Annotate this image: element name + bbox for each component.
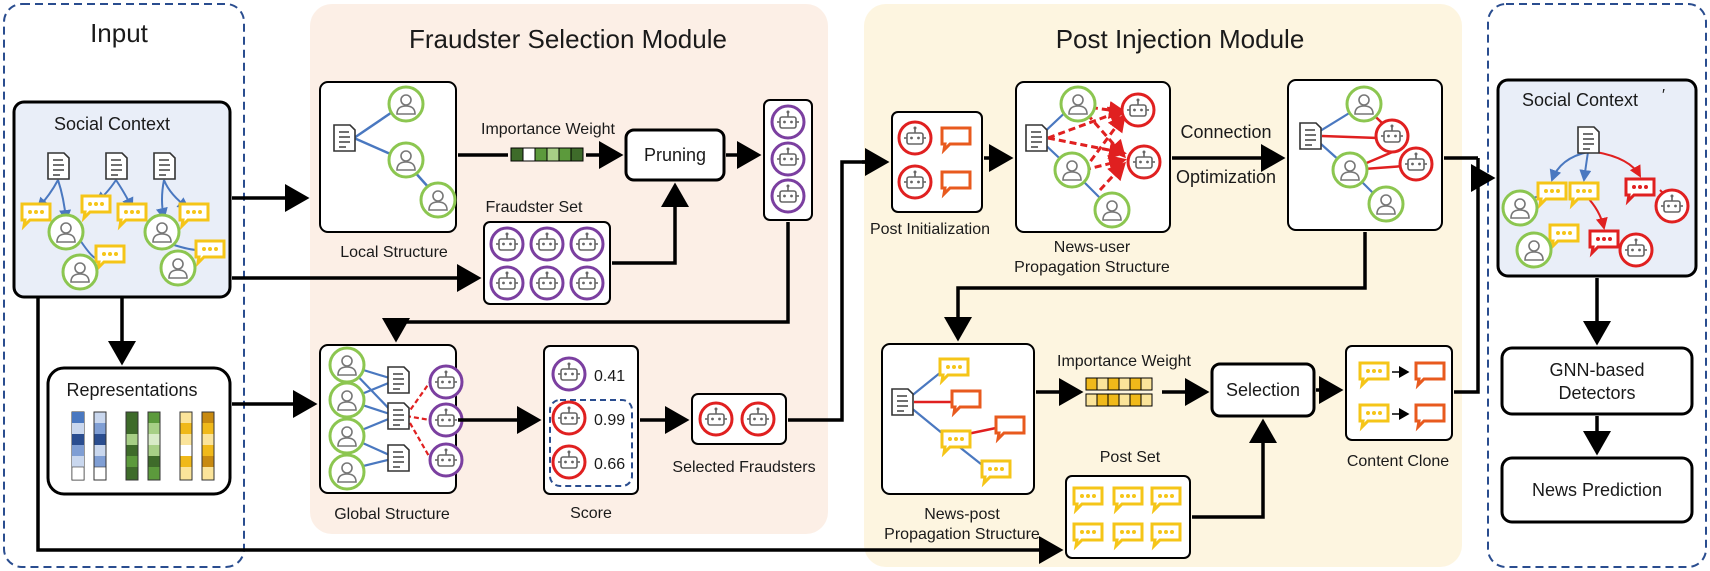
score-value-2: 0.99 xyxy=(594,412,625,429)
local-structure-graph xyxy=(333,85,457,219)
connection-label: Connection xyxy=(1180,122,1271,142)
optimized-structure-graph xyxy=(1299,85,1434,223)
importance-weight-1-label: Importance Weight xyxy=(481,121,616,138)
news-user-structure-graph xyxy=(1025,85,1162,229)
fraudster-set-label: Fraudster Set xyxy=(486,199,583,216)
news-post-structure-graph xyxy=(891,357,1026,485)
selection-box xyxy=(1210,362,1316,418)
news-prediction-box xyxy=(1500,456,1694,524)
flow-arrows xyxy=(36,141,1611,564)
optimization-label: Optimization xyxy=(1176,167,1276,187)
gnn-detectors-label-1: GNN-based xyxy=(1549,360,1644,380)
news-user-structure-label-1: News-user xyxy=(1054,239,1131,256)
score-rows xyxy=(551,356,587,480)
post-initialization-label: Post Initialization xyxy=(870,221,990,238)
score-value-1: 0.41 xyxy=(594,368,625,385)
news-user-structure-label-2: Propagation Structure xyxy=(1014,259,1170,276)
news-post-structure-label-1: News-post xyxy=(924,506,1000,523)
selection-label: Selection xyxy=(1226,380,1300,400)
content-clone-pairs xyxy=(1358,361,1446,429)
gnn-detectors-box xyxy=(1500,346,1694,416)
news-prediction-label: News Prediction xyxy=(1532,480,1662,500)
news-post-structure-label-2: Propagation Structure xyxy=(884,526,1040,543)
input-panel xyxy=(3,3,245,568)
selected-fraudsters-label: Selected Fraudsters xyxy=(672,459,815,476)
score-label: Score xyxy=(570,505,612,522)
fraudster-selection-title: Fraudster Selection Module xyxy=(409,24,727,54)
social-context-output-label: Social Context xyxy=(1522,90,1638,110)
importance-weight-2-bar xyxy=(1085,377,1153,407)
output-panel xyxy=(1487,3,1707,568)
representations-label: Representations xyxy=(66,380,197,400)
social-context-input-label: Social Context xyxy=(54,114,170,134)
gnn-detectors-label-2: Detectors xyxy=(1558,383,1635,403)
content-clone-label: Content Clone xyxy=(1347,453,1449,470)
post-injection-title: Post Injection Module xyxy=(1056,24,1305,54)
social-context-output-box xyxy=(1496,78,1698,278)
score-selected-frame xyxy=(549,399,633,487)
stray-mark: ′ xyxy=(1662,87,1665,104)
pruning-box xyxy=(624,128,726,182)
post-set-label: Post Set xyxy=(1100,449,1161,466)
optimized-structure-box xyxy=(1287,79,1443,231)
social-context-input-graph xyxy=(20,152,226,291)
local-structure-label: Local Structure xyxy=(340,244,448,261)
pruning-label: Pruning xyxy=(644,145,706,165)
social-context-output-graph xyxy=(1501,126,1690,269)
input-title: Input xyxy=(90,18,149,48)
news-post-structure-box xyxy=(881,343,1035,495)
representation-vectors xyxy=(71,411,215,481)
global-structure-graph xyxy=(328,346,464,491)
global-structure-label: Global Structure xyxy=(334,506,450,523)
importance-weight-2-label: Importance Weight xyxy=(1057,353,1192,370)
pruned-fraudsters-bots xyxy=(770,104,806,214)
score-value-3: 0.66 xyxy=(594,456,625,473)
importance-weight-1-bar xyxy=(510,147,584,162)
